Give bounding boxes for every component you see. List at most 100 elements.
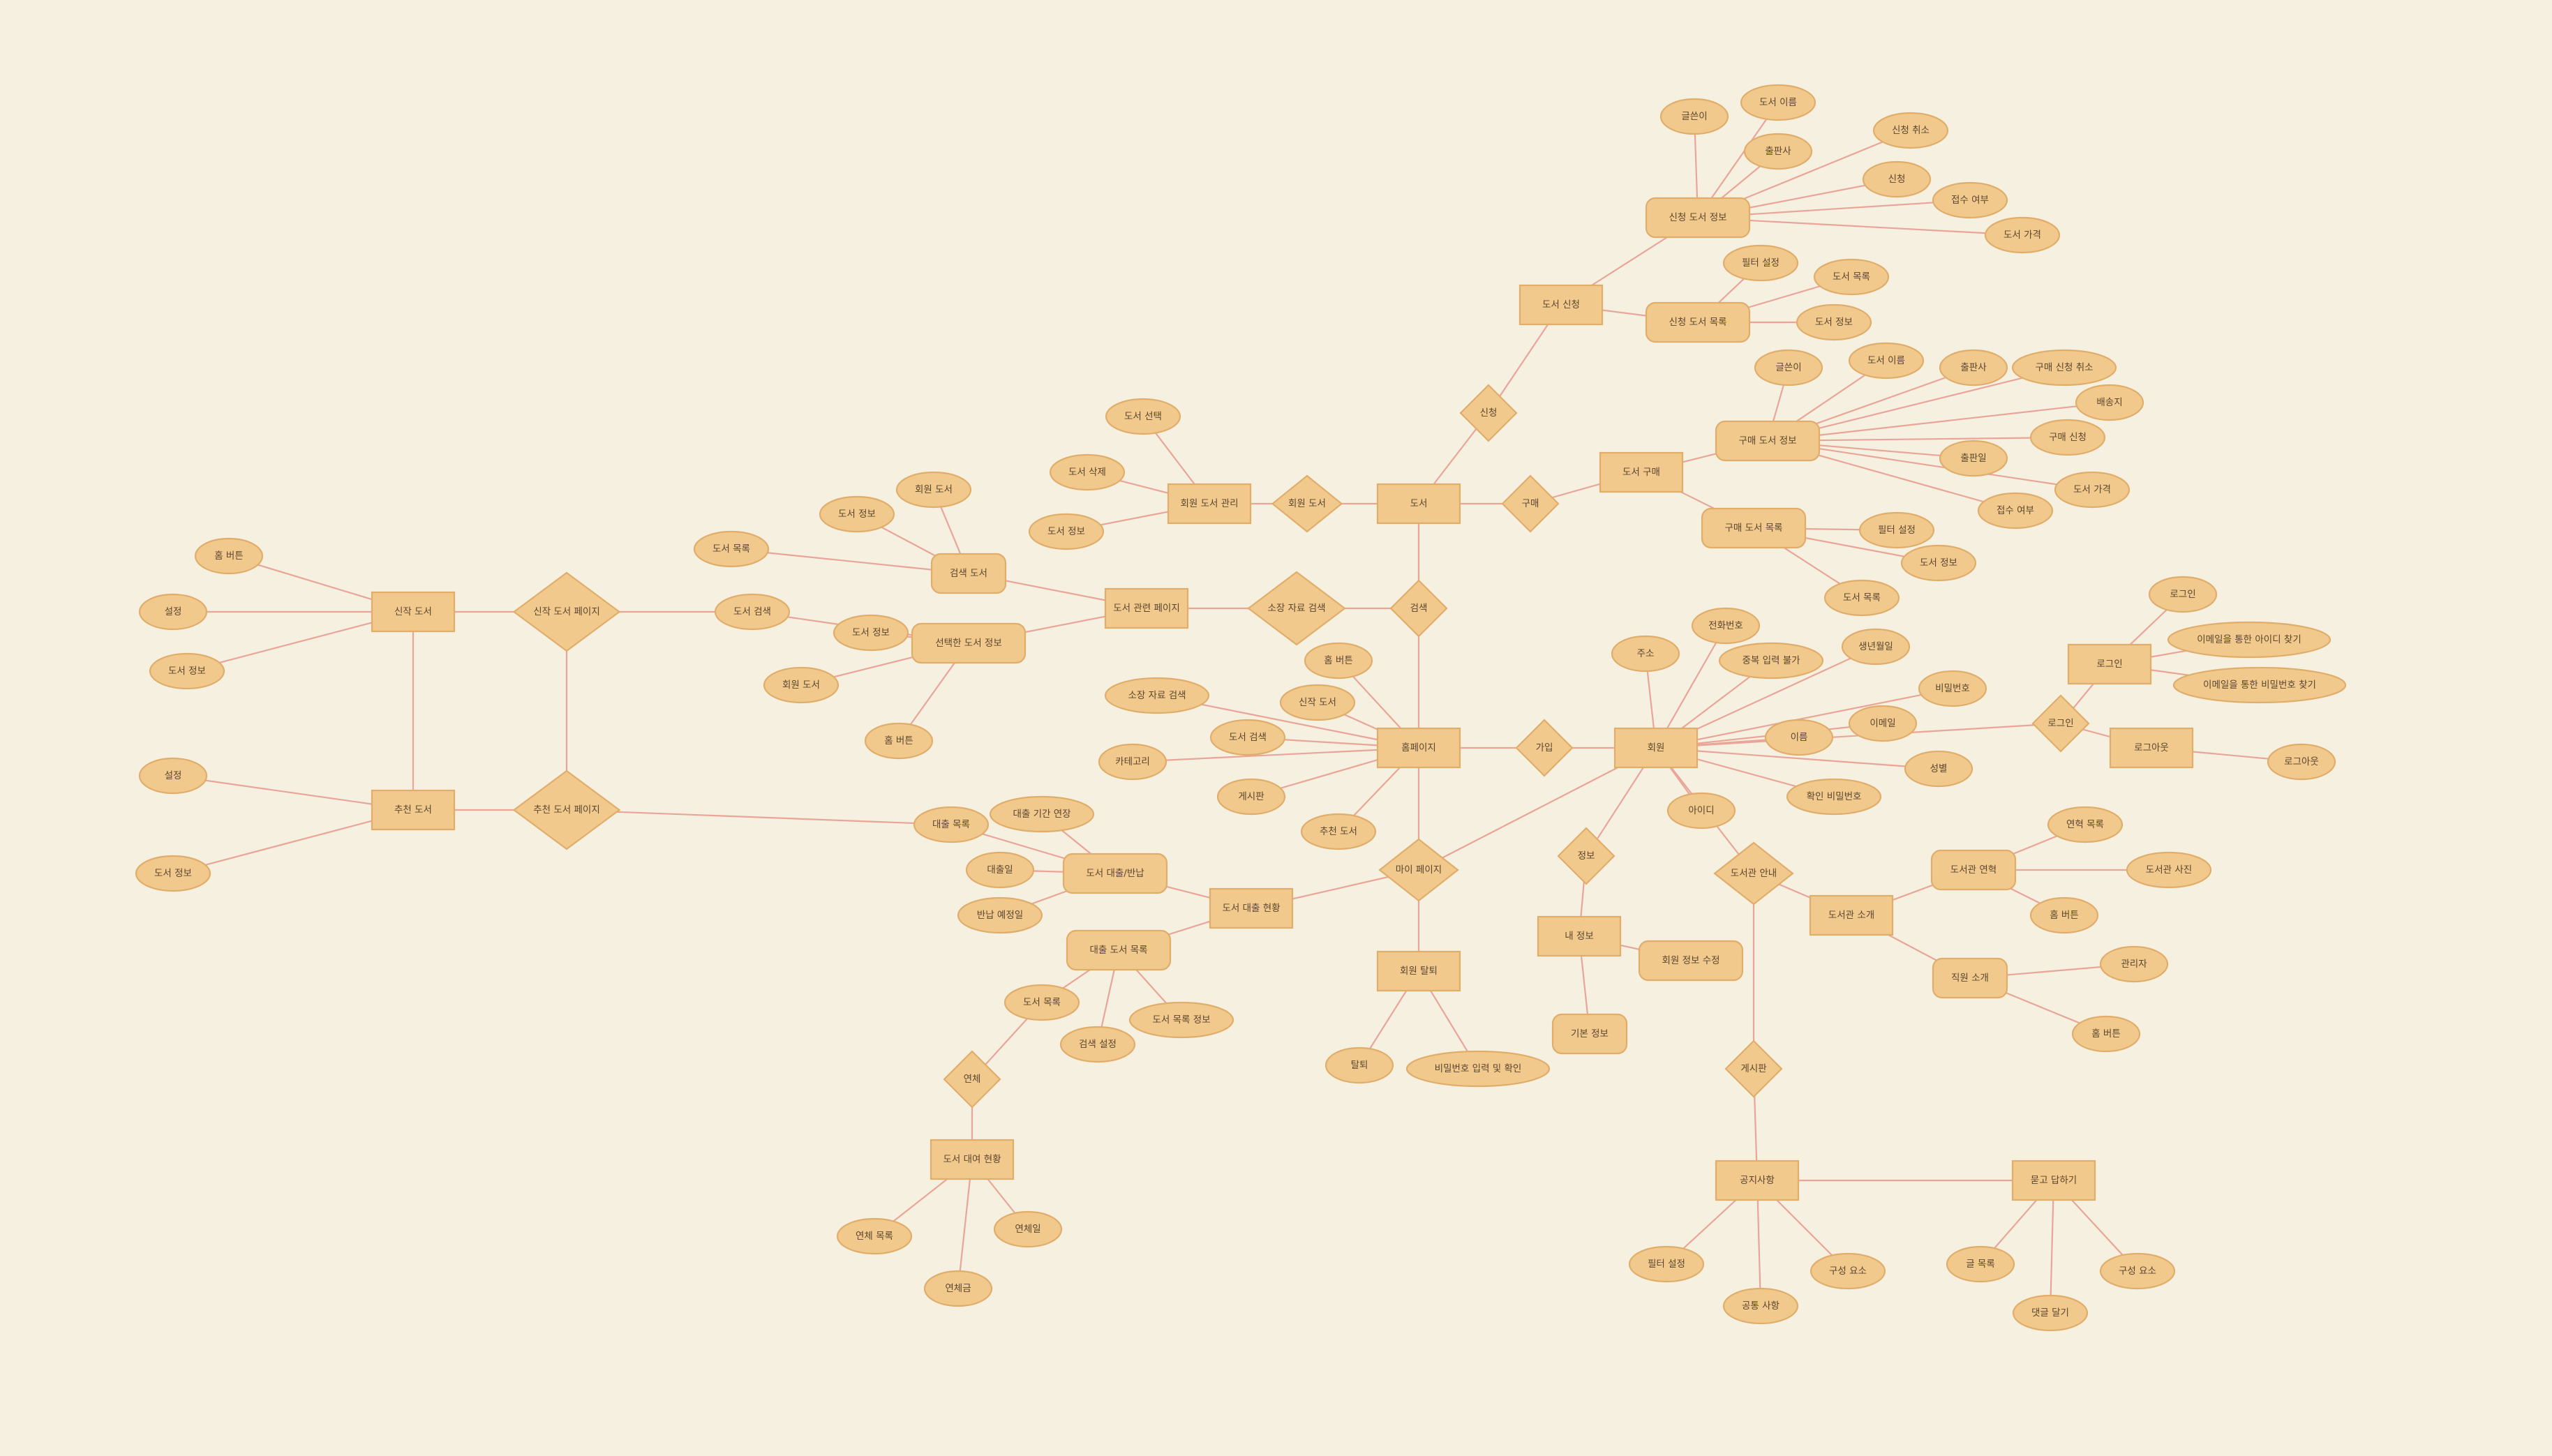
- attribute-ellipse-shape: [1977, 492, 2054, 530]
- attribute-ellipse-shape: [1279, 684, 1356, 721]
- node-label: 도서 대여 현황: [943, 1154, 1001, 1165]
- attribute-ellipse-shape: [2172, 666, 2347, 704]
- attribute-ellipse-shape: [913, 806, 990, 843]
- node-label: 대출 기간 연장: [1013, 809, 1070, 820]
- relationship-diamond: 정보: [1557, 827, 1615, 885]
- entity-box-shape: [2011, 1159, 2096, 1201]
- attribute-ellipse: 이메일을 통한 비밀번호 찾기: [2172, 666, 2347, 704]
- node-label: 신작 도서: [394, 606, 432, 617]
- node-label: 도서 가격: [2073, 484, 2111, 495]
- node-label: 게시판: [1238, 791, 1264, 802]
- node-label: 구매 도서 정보: [1738, 435, 1796, 446]
- entity-box-shape: [1537, 915, 1622, 957]
- node-label: 도서 목록: [712, 543, 750, 555]
- entity-box-shape: [1613, 727, 1699, 769]
- node-label: 도서 구매: [1622, 467, 1660, 478]
- attribute-ellipse-shape: [1900, 544, 1977, 582]
- attribute-ellipse-shape: [1216, 778, 1286, 816]
- attribute-ellipse-shape: [138, 593, 208, 631]
- entity-box: 묻고 답하기: [2011, 1159, 2096, 1201]
- entity-box-shape: [1376, 950, 1461, 992]
- node-label: 도서 목록: [1833, 271, 1870, 283]
- node-label: 정보: [1578, 850, 1595, 862]
- node-label: 회원 도서 관리: [1180, 498, 1238, 509]
- attribute-ellipse: 필터 설정: [1858, 511, 1935, 549]
- attribute-ellipse: 대출 목록: [913, 806, 990, 843]
- node-label: 도서 선택: [1124, 411, 1162, 422]
- node-label: 연체: [964, 1074, 981, 1085]
- node-label: 생년월일: [1858, 641, 1893, 652]
- rounded-entity-box-shape: [1932, 957, 2008, 999]
- attribute-ellipse: 로그아웃: [2267, 743, 2336, 781]
- node-label: 도서관 사진: [2146, 864, 2192, 876]
- attribute-ellipse: 생년월일: [1841, 628, 1911, 666]
- node-label: 이름: [1791, 732, 1808, 743]
- attribute-ellipse: 구성 요소: [1809, 1252, 1886, 1290]
- attribute-ellipse: 출판사: [1939, 349, 2008, 386]
- entity-box: 공지사항: [1715, 1159, 1800, 1201]
- node-label: 아이디: [1688, 805, 1714, 816]
- node-label: 이메일을 통한 아이디 찾기: [2197, 634, 2301, 645]
- attribute-ellipse: 글쓴이: [1754, 349, 1823, 386]
- node-label: 도서 정보: [1920, 557, 1957, 569]
- attribute-ellipse-shape: [1918, 670, 1987, 707]
- entity-box-shape: [1376, 483, 1461, 525]
- node-label: 비밀번호 입력 및 확인: [1435, 1063, 1522, 1074]
- attribute-ellipse: 구매 신청 취소: [2011, 349, 2117, 386]
- node-label: 소장 자료 검색: [1128, 690, 1186, 701]
- relationship-diamond: 회원 도서: [1271, 474, 1343, 533]
- relationship-diamond-shape: [1247, 571, 1346, 646]
- rounded-entity-box: 대출 도서 목록: [1066, 929, 1172, 971]
- attribute-ellipse: 설정: [138, 757, 208, 795]
- attribute-ellipse: 도서 목록 정보: [1128, 1001, 1234, 1039]
- entity-box: 도서: [1376, 483, 1461, 525]
- attribute-ellipse-shape: [2054, 471, 2131, 509]
- attribute-ellipse: 대출일: [965, 851, 1035, 889]
- attribute-ellipse: 신청 취소: [1872, 112, 1949, 149]
- node-label: 탈퇴: [1351, 1060, 1368, 1071]
- attribute-ellipse: 도서 가격: [1984, 216, 2061, 254]
- attribute-ellipse: 연체일: [993, 1210, 1063, 1248]
- attribute-ellipse: 글 목록: [1946, 1245, 2015, 1283]
- rounded-entity-box-shape: [1645, 197, 1751, 239]
- node-label: 도서 대출/반납: [1086, 868, 1144, 879]
- relationship-diamond: 가입: [1515, 719, 1574, 777]
- connector-line: [957, 1159, 973, 1289]
- attribute-ellipse-shape: [2075, 384, 2144, 421]
- relationship-diamond: 신청: [1459, 384, 1518, 442]
- attribute-ellipse-shape: [1049, 453, 1126, 491]
- node-label: 필터 설정: [1878, 525, 1916, 536]
- attribute-ellipse: 필터 설정: [1628, 1245, 1705, 1283]
- attribute-ellipse-shape: [135, 855, 211, 892]
- attribute-ellipse-shape: [2011, 349, 2117, 386]
- attribute-ellipse-shape: [1740, 84, 1816, 121]
- attribute-ellipse-shape: [1939, 349, 2008, 386]
- attribute-ellipse: 비밀번호: [1918, 670, 1987, 707]
- attribute-ellipse: 소장 자료 검색: [1104, 677, 1210, 714]
- node-label: 대출일: [987, 864, 1013, 876]
- node-label: 추천 도서: [1320, 826, 1357, 837]
- node-label: 글쓴이: [1681, 111, 1707, 122]
- attribute-ellipse: 회원 도서: [895, 471, 972, 509]
- node-label: 소장 자료 검색: [1267, 603, 1325, 614]
- attribute-ellipse-shape: [2029, 419, 2106, 456]
- relationship-diamond-shape: [1515, 719, 1574, 777]
- rounded-entity-box: 구매 도서 목록: [1701, 507, 1807, 549]
- node-label: 중복 입력 불가: [1742, 655, 1800, 666]
- attribute-ellipse: 연체금: [923, 1270, 993, 1307]
- attribute-ellipse-shape: [1813, 258, 1890, 296]
- attribute-ellipse-shape: [1098, 743, 1167, 781]
- entity-box-shape: [1209, 887, 1294, 929]
- rounded-entity-box-shape: [1645, 301, 1751, 343]
- entity-box-shape: [371, 591, 456, 633]
- node-label: 도서 대출 현황: [1222, 903, 1280, 914]
- relationship-diamond-shape: [512, 571, 621, 652]
- entity-box-shape: [1167, 483, 1252, 525]
- rounded-entity-box: 도서관 연혁: [1930, 849, 2017, 891]
- node-label: 회원: [1648, 742, 1665, 753]
- attribute-ellipse: 도서 정보: [1900, 544, 1977, 582]
- attribute-ellipse-shape: [138, 757, 208, 795]
- node-label: 도서 목록 정보: [1152, 1014, 1210, 1026]
- attribute-ellipse: 구성 요소: [2099, 1252, 2176, 1290]
- attribute-ellipse-shape: [1872, 112, 1949, 149]
